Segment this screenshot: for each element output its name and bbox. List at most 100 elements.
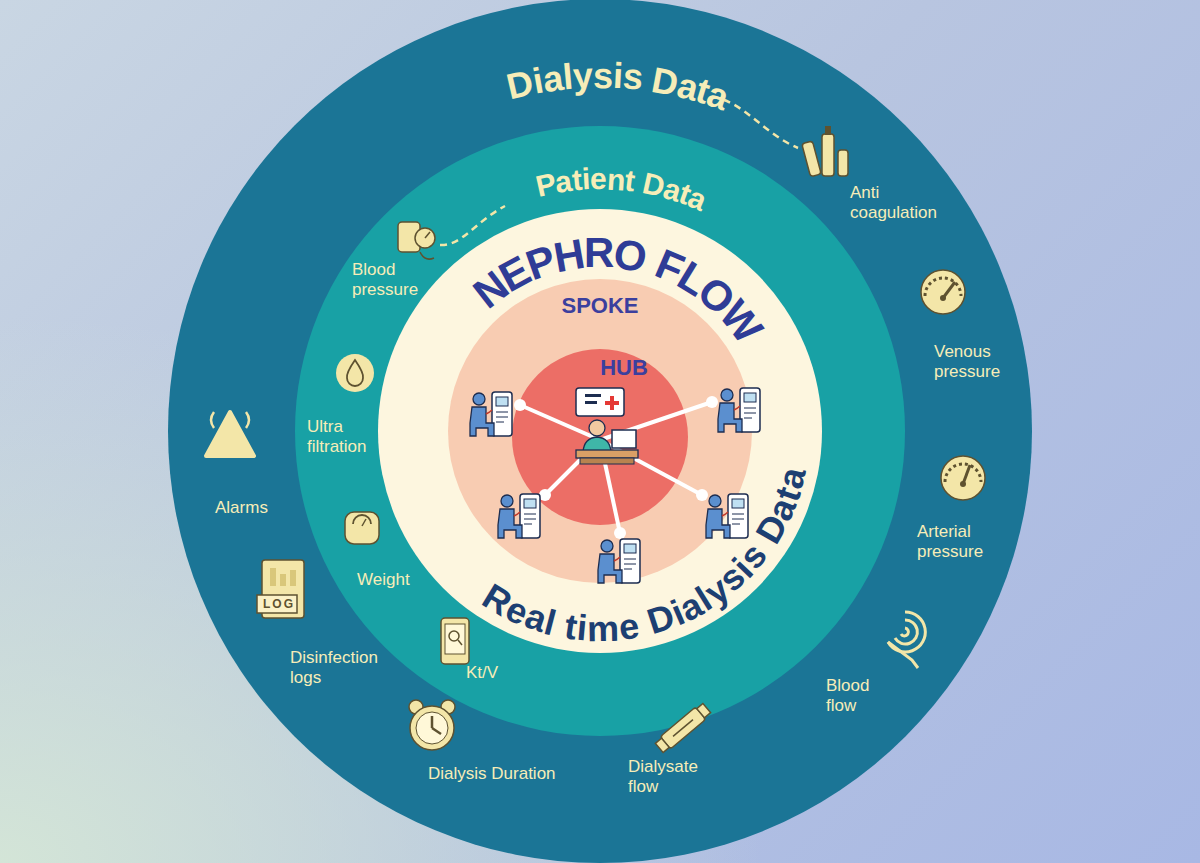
doctor-desk-part: [589, 420, 605, 436]
zone-label: SPOKE: [561, 294, 638, 318]
anticoagulation-icon: [712, 97, 848, 177]
dialysate-flow-icon-part: [655, 738, 669, 752]
anticoagulation-icon-part: [712, 97, 798, 148]
ktv-icon-part: [449, 631, 459, 641]
blood-flow-icon-part: [888, 612, 925, 652]
log-icon-part: [290, 570, 296, 586]
dialysate-flow-icon-part: [673, 720, 693, 737]
data-label: Dialysis Duration: [428, 764, 556, 784]
doctor-desk-part: [585, 401, 597, 404]
data-label: Dialysate flow: [628, 757, 716, 797]
ultrafiltration-icon-part: [336, 354, 374, 392]
ultrafiltration-icon: [336, 354, 374, 392]
data-label: Ultra filtration: [307, 417, 392, 457]
anticoagulation-icon-part: [838, 150, 848, 176]
blood-pressure-icon-part: [425, 232, 430, 238]
clock-icon: [409, 700, 455, 750]
clock-icon-part: [441, 700, 455, 714]
nephro-circle: HUBSPOKENEPHRO FLOWReal time Dialysis Da…: [378, 209, 822, 653]
data-label: Weight: [357, 570, 410, 590]
spoke-links-part: [520, 405, 600, 440]
doctor-desk-part: [580, 458, 634, 464]
clock-icon-part: [431, 716, 434, 728]
data-label: Kt/V: [466, 663, 498, 683]
spoke-links: [520, 402, 712, 533]
venous-gauge-icon-part: [925, 278, 961, 296]
anticoagulation-icon-part: [802, 141, 821, 177]
data-label: Arterial pressure: [917, 522, 1002, 562]
data-label: Alarms: [215, 498, 268, 518]
spoke-links-part: [600, 440, 620, 533]
doctor-desk: [576, 388, 638, 464]
blood-flow-icon-part: [901, 628, 908, 636]
alarm-icon-part: [206, 412, 254, 456]
log-icon-part: [270, 568, 276, 586]
doctor-desk-part: [605, 396, 619, 410]
venous-gauge-icon-part: [921, 270, 965, 314]
doctor-desk-part: [612, 430, 636, 448]
venous-gauge-icon: [921, 270, 965, 314]
blood-pressure-icon: [398, 206, 505, 259]
alarm-icon-part: [246, 412, 249, 428]
patient-stations-part: [470, 392, 512, 436]
spoke-dots-part: [614, 527, 626, 539]
arterial-gauge-icon-part: [941, 456, 985, 500]
arterial-gauge-icon-part: [945, 464, 981, 482]
blood-flow-icon-part: [895, 620, 917, 644]
data-label: Anti coagulation: [850, 183, 950, 223]
ring-title: Patient Data: [533, 164, 712, 216]
spoke-dots: [514, 396, 718, 539]
data-label: Blood pressure: [352, 260, 432, 300]
ktv-icon: [441, 618, 469, 664]
data-label: Disinfection logs: [290, 648, 400, 688]
arterial-gauge-icon: [941, 456, 985, 500]
ktv-icon-part: [441, 618, 469, 664]
doctor-desk-part: [585, 394, 601, 397]
blood-pressure-icon-part: [440, 206, 505, 245]
patient-stations-part: [706, 494, 748, 538]
patient-stations: [470, 388, 760, 583]
ultrafiltration-icon-part: [347, 360, 363, 386]
outer-ring: HUBSPOKENEPHRO FLOWReal time Dialysis Da…: [168, 0, 1032, 863]
weight-icon-part: [362, 519, 366, 526]
spoke-links-part: [600, 440, 702, 495]
icon-text: LOG: [263, 597, 295, 611]
clock-icon-part: [409, 700, 423, 714]
spoke-links-part: [545, 440, 600, 495]
anticoagulation-icon-part: [822, 134, 834, 176]
patient-stations-part: [718, 388, 760, 432]
blood-pressure-icon-part: [398, 222, 420, 252]
zone-label: HUB: [600, 356, 648, 380]
ktv-icon-part: [458, 640, 462, 645]
dialysate-flow-icon-part: [660, 707, 706, 749]
data-label: Venous pressure: [934, 342, 1019, 382]
clock-icon-part: [432, 728, 441, 734]
weight-icon: [345, 512, 379, 544]
spoke-links-part: [600, 402, 712, 440]
doctor-desk-part: [583, 437, 611, 452]
alarm-icon: [206, 412, 254, 456]
anticoagulation-icon-part: [825, 126, 831, 135]
ktv-icon-part: [445, 624, 465, 654]
dialysate-flow-icon: [654, 702, 712, 754]
venous-gauge-icon-part: [940, 295, 946, 301]
venous-gauge-icon-part: [943, 282, 955, 298]
spoke-circle: HUB SPOKE: [448, 279, 752, 583]
patient-stations-part: [598, 539, 640, 583]
spoke-dots-part: [514, 399, 526, 411]
spoke-dots-part: [706, 396, 718, 408]
weight-icon-part: [353, 515, 371, 524]
log-icon: [257, 560, 304, 618]
clock-icon-part: [416, 712, 448, 744]
doctor-desk-part: [576, 388, 624, 416]
blood-flow-icon: [888, 612, 925, 668]
patient-stations-part: [498, 494, 540, 538]
data-label: Blood flow: [826, 676, 886, 716]
ring-title: Dialysis Data: [503, 58, 733, 117]
blood-pressure-icon-part: [415, 228, 435, 248]
dialysate-flow-icon-part: [697, 703, 711, 717]
doctor-desk-part: [576, 450, 638, 458]
arterial-gauge-icon-part: [963, 465, 970, 484]
log-icon-part: [280, 574, 286, 586]
